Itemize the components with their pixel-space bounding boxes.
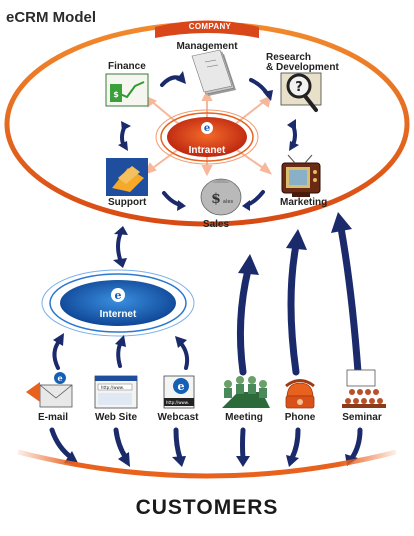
management-label: Management: [176, 41, 238, 52]
department-arrows: [118, 71, 299, 211]
company-internet-arrow: [113, 226, 128, 268]
company-label: COMPANY: [188, 22, 232, 31]
svg-text:e: e: [178, 380, 185, 393]
webcast-icon: e http://www.: [163, 375, 195, 409]
seminar-icon: [342, 369, 386, 408]
internet-channel-arrows: [52, 333, 190, 370]
intranet-label: Intranet: [188, 145, 226, 156]
website-label: Web Site: [94, 412, 138, 423]
internet-label: Internet: [99, 309, 137, 320]
support-label: Support: [108, 197, 147, 208]
website-icon: http://www.: [94, 375, 138, 409]
svg-text:$: $: [211, 191, 221, 207]
marketing-icon: [281, 154, 321, 197]
meeting-label: Meeting: [225, 412, 263, 423]
svg-text:ales: ales: [223, 199, 234, 205]
finance-icon: $: [105, 73, 149, 107]
svg-text:e: e: [204, 123, 210, 134]
svg-text:e: e: [115, 289, 122, 302]
webcast-label: Webcast: [157, 412, 199, 423]
channel-company-arrows: [236, 212, 362, 376]
finance-label: Finance: [108, 61, 146, 72]
company-banner: [155, 20, 259, 38]
phone-label: Phone: [284, 412, 316, 423]
phone-icon: [285, 379, 315, 409]
support-icon: [106, 158, 148, 196]
research-label-line1: Research: [266, 52, 312, 63]
svg-text:http://www.: http://www.: [101, 385, 124, 390]
svg-text:http://www.: http://www.: [166, 400, 189, 405]
research-label: Research & Development: [266, 53, 339, 73]
svg-text:?: ?: [295, 80, 303, 95]
sales-label: Sales: [202, 219, 230, 230]
email-icon: e: [26, 372, 73, 408]
research-label-line2: & Development: [266, 62, 339, 73]
marketing-label: Marketing: [280, 197, 328, 208]
sales-icon: $ ales: [200, 178, 242, 216]
svg-text:e: e: [57, 373, 62, 383]
email-label: E-mail: [37, 412, 68, 423]
svg-text:$: $: [113, 90, 119, 99]
intranet-oval: e: [155, 109, 259, 165]
customer-arrows: [49, 427, 363, 467]
seminar-label: Seminar: [342, 412, 382, 423]
management-icon: [191, 49, 236, 96]
diagram-title: eCRM Model: [6, 9, 96, 26]
customers-arc: [17, 449, 397, 479]
internet-oval: e: [41, 269, 195, 337]
research-icon: ?: [280, 72, 322, 112]
meeting-icon: [222, 376, 270, 408]
customers-label: CUSTOMERS: [135, 496, 279, 519]
